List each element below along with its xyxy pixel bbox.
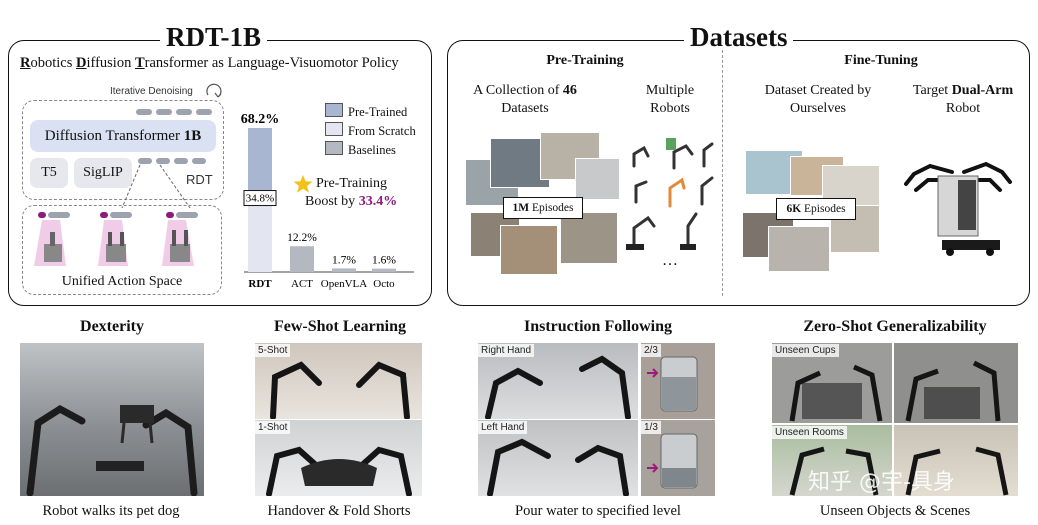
iterative-denoising-label: Iterative Denoising [110, 86, 193, 97]
chart-legend: Pre-Trained From Scratch Baselines [325, 103, 416, 160]
category-label-act: ACT [291, 278, 313, 290]
dexterity-photo [20, 343, 204, 496]
finetuning-episodes-badge: 6K Episodes [776, 198, 856, 220]
rdt-subtitle: Robotics Diffusion Transformer as Langua… [20, 55, 399, 71]
value-label-openvla: 1.7% [332, 254, 356, 266]
watermark-text: 知乎 @宇-具身 [808, 470, 955, 495]
fraction-one-third: 1/3 [641, 421, 661, 434]
robot-dog-scene [26, 404, 198, 496]
value-label-act: 12.2% [287, 232, 317, 244]
action-slot [176, 212, 198, 218]
dataset-created-label: Dataset Created by Ourselves [764, 83, 872, 116]
unseen-cups-scene-2 [905, 360, 1001, 422]
noise-token [196, 109, 212, 115]
action-slot [166, 212, 174, 218]
fold-shorts-scene [266, 446, 412, 496]
boost-line-2: Boost by 33.4% [305, 194, 398, 209]
bar-act [290, 246, 314, 272]
unseen-cups-scene [789, 364, 883, 422]
legend-item-baselines: Baselines [325, 141, 416, 160]
action-slot [38, 212, 46, 218]
t5-encoder-block: T5 [30, 158, 68, 188]
unified-action-space-label: Unified Action Space [61, 274, 183, 289]
value-label-octo: 1.6% [372, 255, 396, 267]
unseen-rooms-scene [789, 446, 879, 496]
fewshot-tag-1shot: 1-Shot [255, 421, 291, 434]
rdt-title: RDT-1B [160, 20, 268, 54]
from-scratch-value-label: 34.8% [246, 193, 274, 205]
bar-openvla [332, 268, 356, 272]
zeroshot-caption: Unseen Objects & Scenes [819, 503, 971, 519]
model-box [22, 100, 224, 200]
unseen-rooms-scene-2 [905, 446, 1009, 496]
instruction-title: Instruction Following [523, 318, 672, 335]
instruction-tag-left-hand: Left Hand [478, 421, 528, 434]
success-rate-chart: 34.8% 68.2% RDT 12.2% ACT 1.7% OpenVLA 1.6% Octo [241, 112, 414, 290]
dataset-photo [500, 225, 558, 275]
fewshot-caption: Handover & Fold Shorts [267, 503, 411, 519]
pour-left-scene [487, 438, 629, 496]
fraction-two-thirds: 2/3 [641, 344, 661, 357]
action-slot [48, 212, 70, 218]
datasets-divider [722, 50, 723, 296]
robot-arm-illustrations [34, 220, 194, 266]
zeroshot-photo-4 [894, 425, 1018, 496]
pour-right-scene [485, 355, 631, 419]
bar-octo [372, 268, 396, 272]
category-label-openvla: OpenVLA [321, 278, 367, 290]
action-token [138, 158, 152, 164]
action-slot [100, 212, 108, 218]
datasets-title: Datasets [684, 20, 794, 54]
from-scratch-label-box [243, 190, 277, 207]
value-label-rdt: 68.2% [241, 112, 280, 127]
noise-token [176, 109, 192, 115]
star-icon [293, 175, 313, 193]
boost-line-1: Pre-Training [316, 176, 388, 191]
handover-scene [270, 361, 410, 419]
fewshot-tag-5shot: 5-Shot [255, 344, 291, 357]
instruction-tag-right-hand: Right Hand [478, 344, 535, 357]
finetune-photo [768, 226, 830, 272]
noise-token [136, 109, 152, 115]
zeroshot-tag-unseen-cups: Unseen Cups [772, 344, 839, 357]
rdt-label: RDT [186, 172, 213, 187]
diffusion-transformer-block: Diffusion Transformer 1B [30, 120, 216, 152]
pretraining-episodes-badge: 1M Episodes [503, 197, 583, 219]
category-label-rdt: RDT [248, 278, 272, 290]
instruction-caption: Pour water to specified level [515, 503, 681, 519]
robot-arms-grid [626, 138, 714, 250]
zeroshot-title: Zero-Shot Generalizability [803, 318, 987, 335]
noise-token [156, 109, 172, 115]
cup-two-thirds [647, 356, 698, 412]
dexterity-title: Dexterity [80, 318, 144, 335]
legend-item-pretrained: Pre-Trained [325, 103, 416, 122]
instruction-photo-left-hand [478, 420, 638, 496]
target-robot-label: Target Dual-Arm Robot [912, 83, 1014, 116]
loop-arrow-icon [206, 83, 222, 98]
dataset-photo [575, 158, 620, 200]
category-label-octo: Octo [373, 278, 395, 290]
action-token [156, 158, 170, 164]
siglip-encoder-block: SigLIP [74, 158, 132, 188]
finetuning-heading: Fine-Tuning [844, 53, 918, 68]
pretraining-collection-label: A Collection of 46 Datasets [473, 83, 577, 116]
more-robots-ellipsis: … [662, 252, 678, 269]
multiple-robots-label: Multiple Robots [645, 83, 695, 116]
legend-item-scratch: From Scratch [325, 122, 416, 141]
projection-lines [121, 164, 191, 209]
zeroshot-photo-2 [894, 343, 1018, 423]
unified-action-space-box [22, 205, 222, 295]
bar-rdt-from-scratch [248, 198, 272, 272]
action-slot [110, 212, 132, 218]
dual-arm-robot-illustration [904, 161, 1012, 256]
pretraining-heading: Pre-Training [546, 53, 624, 68]
zeroshot-tag-unseen-rooms: Unseen Rooms [772, 426, 847, 439]
fewshot-title: Few-Shot Learning [274, 318, 406, 335]
dexterity-caption: Robot walks its pet dog [42, 503, 180, 519]
dataset-photo [560, 212, 618, 264]
action-token [192, 158, 206, 164]
cup-one-third [647, 433, 698, 489]
action-token [174, 158, 188, 164]
